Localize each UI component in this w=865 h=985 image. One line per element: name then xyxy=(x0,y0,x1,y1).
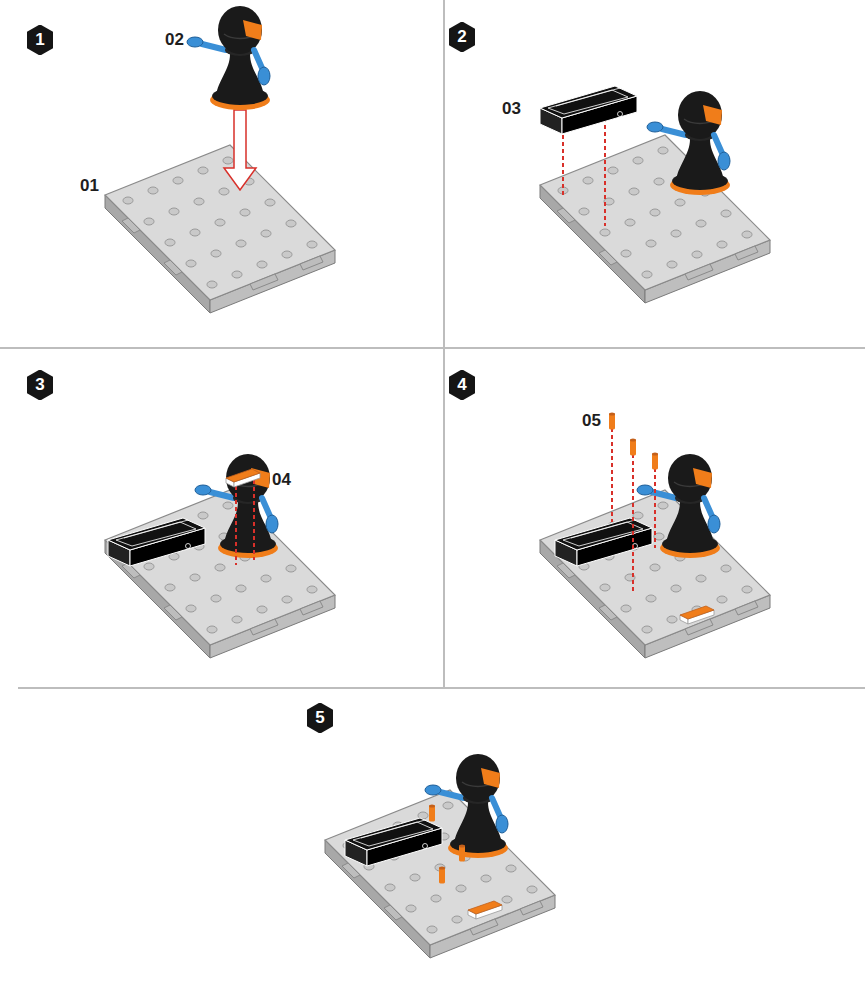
part-number: 01 xyxy=(80,176,99,196)
step-badge: 5 xyxy=(307,703,333,733)
step-number: 5 xyxy=(307,703,333,733)
step-number: 3 xyxy=(27,370,53,400)
step-badge: 3 xyxy=(27,370,53,400)
step-number: 1 xyxy=(27,25,53,55)
step-number: 2 xyxy=(449,22,475,52)
step2-figure xyxy=(540,86,770,303)
panel-dividers xyxy=(0,0,865,688)
step1-figure xyxy=(105,6,335,313)
part-number: 02 xyxy=(165,30,184,50)
part-number: 04 xyxy=(272,470,291,490)
step5-figure xyxy=(325,754,555,958)
step-badge: 1 xyxy=(27,25,53,55)
step-badge: 2 xyxy=(449,22,475,52)
step-badge: 4 xyxy=(449,370,475,400)
step4-figure xyxy=(540,413,770,659)
step3-figure xyxy=(105,454,335,658)
part-number: 03 xyxy=(502,99,521,119)
part-number: 05 xyxy=(582,411,601,431)
step-number: 4 xyxy=(449,370,475,400)
